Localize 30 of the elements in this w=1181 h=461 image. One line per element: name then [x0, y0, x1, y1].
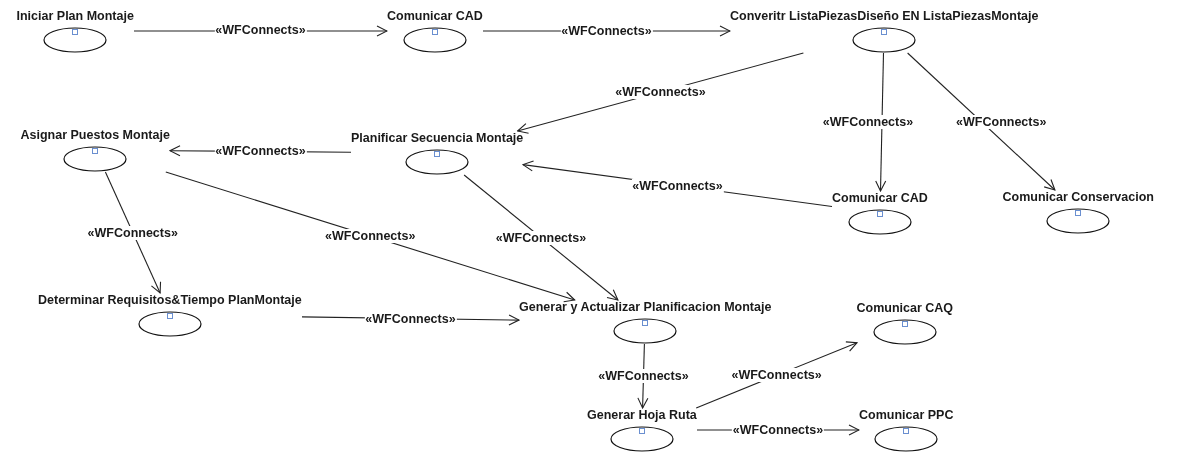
activity-label: Iniciar Plan Montaje [16, 9, 134, 24]
edge-label: «WFConnects» [214, 23, 307, 37]
edge-label: «WFConnects» [597, 369, 690, 383]
edge-label: «WFConnects» [86, 225, 179, 240]
activity-label: Generar y Actualizar Planificacion Montaje [519, 300, 772, 315]
arrow [875, 52, 887, 192]
arrow [104, 171, 162, 294]
edge-label: «WFConnects» [730, 368, 823, 383]
arrow [165, 171, 576, 303]
activity-label: Planificar Secuencia Montaje [351, 131, 524, 146]
edge-label: «WFConnects» [560, 24, 653, 38]
activity-label: Comunicar CAD [387, 9, 483, 24]
edge-label: «WFConnects» [631, 178, 724, 193]
activity-label: Converitr ListaPiezasDiseño EN ListaPiezasMontaje [730, 9, 1039, 24]
activity-label: Comunicar PPC [859, 408, 954, 423]
edge-label: «WFConnects» [731, 423, 825, 437]
edge-label: «WFConnects» [821, 115, 915, 129]
activity-label: Asignar Puestos Montaje [20, 128, 170, 143]
activity-label: Comunicar Conservacion [1002, 190, 1154, 205]
edge-label: «WFConnects» [614, 85, 707, 99]
edge-label: «WFConnects» [955, 114, 1048, 129]
edge-label: «WFConnects» [494, 230, 588, 245]
activity-label: Determinar Requisitos&Tiempo PlanMontaje [38, 293, 302, 308]
activity-label: Generar Hoja Ruta [587, 408, 697, 423]
edge-label: «WFConnects» [364, 311, 457, 326]
activity-label: Comunicar CAD [832, 191, 928, 206]
arrow [463, 174, 619, 301]
edge-label: «WFConnects» [324, 229, 417, 243]
activity-label: Comunicar CAQ [856, 301, 954, 316]
arrow [907, 52, 1056, 191]
